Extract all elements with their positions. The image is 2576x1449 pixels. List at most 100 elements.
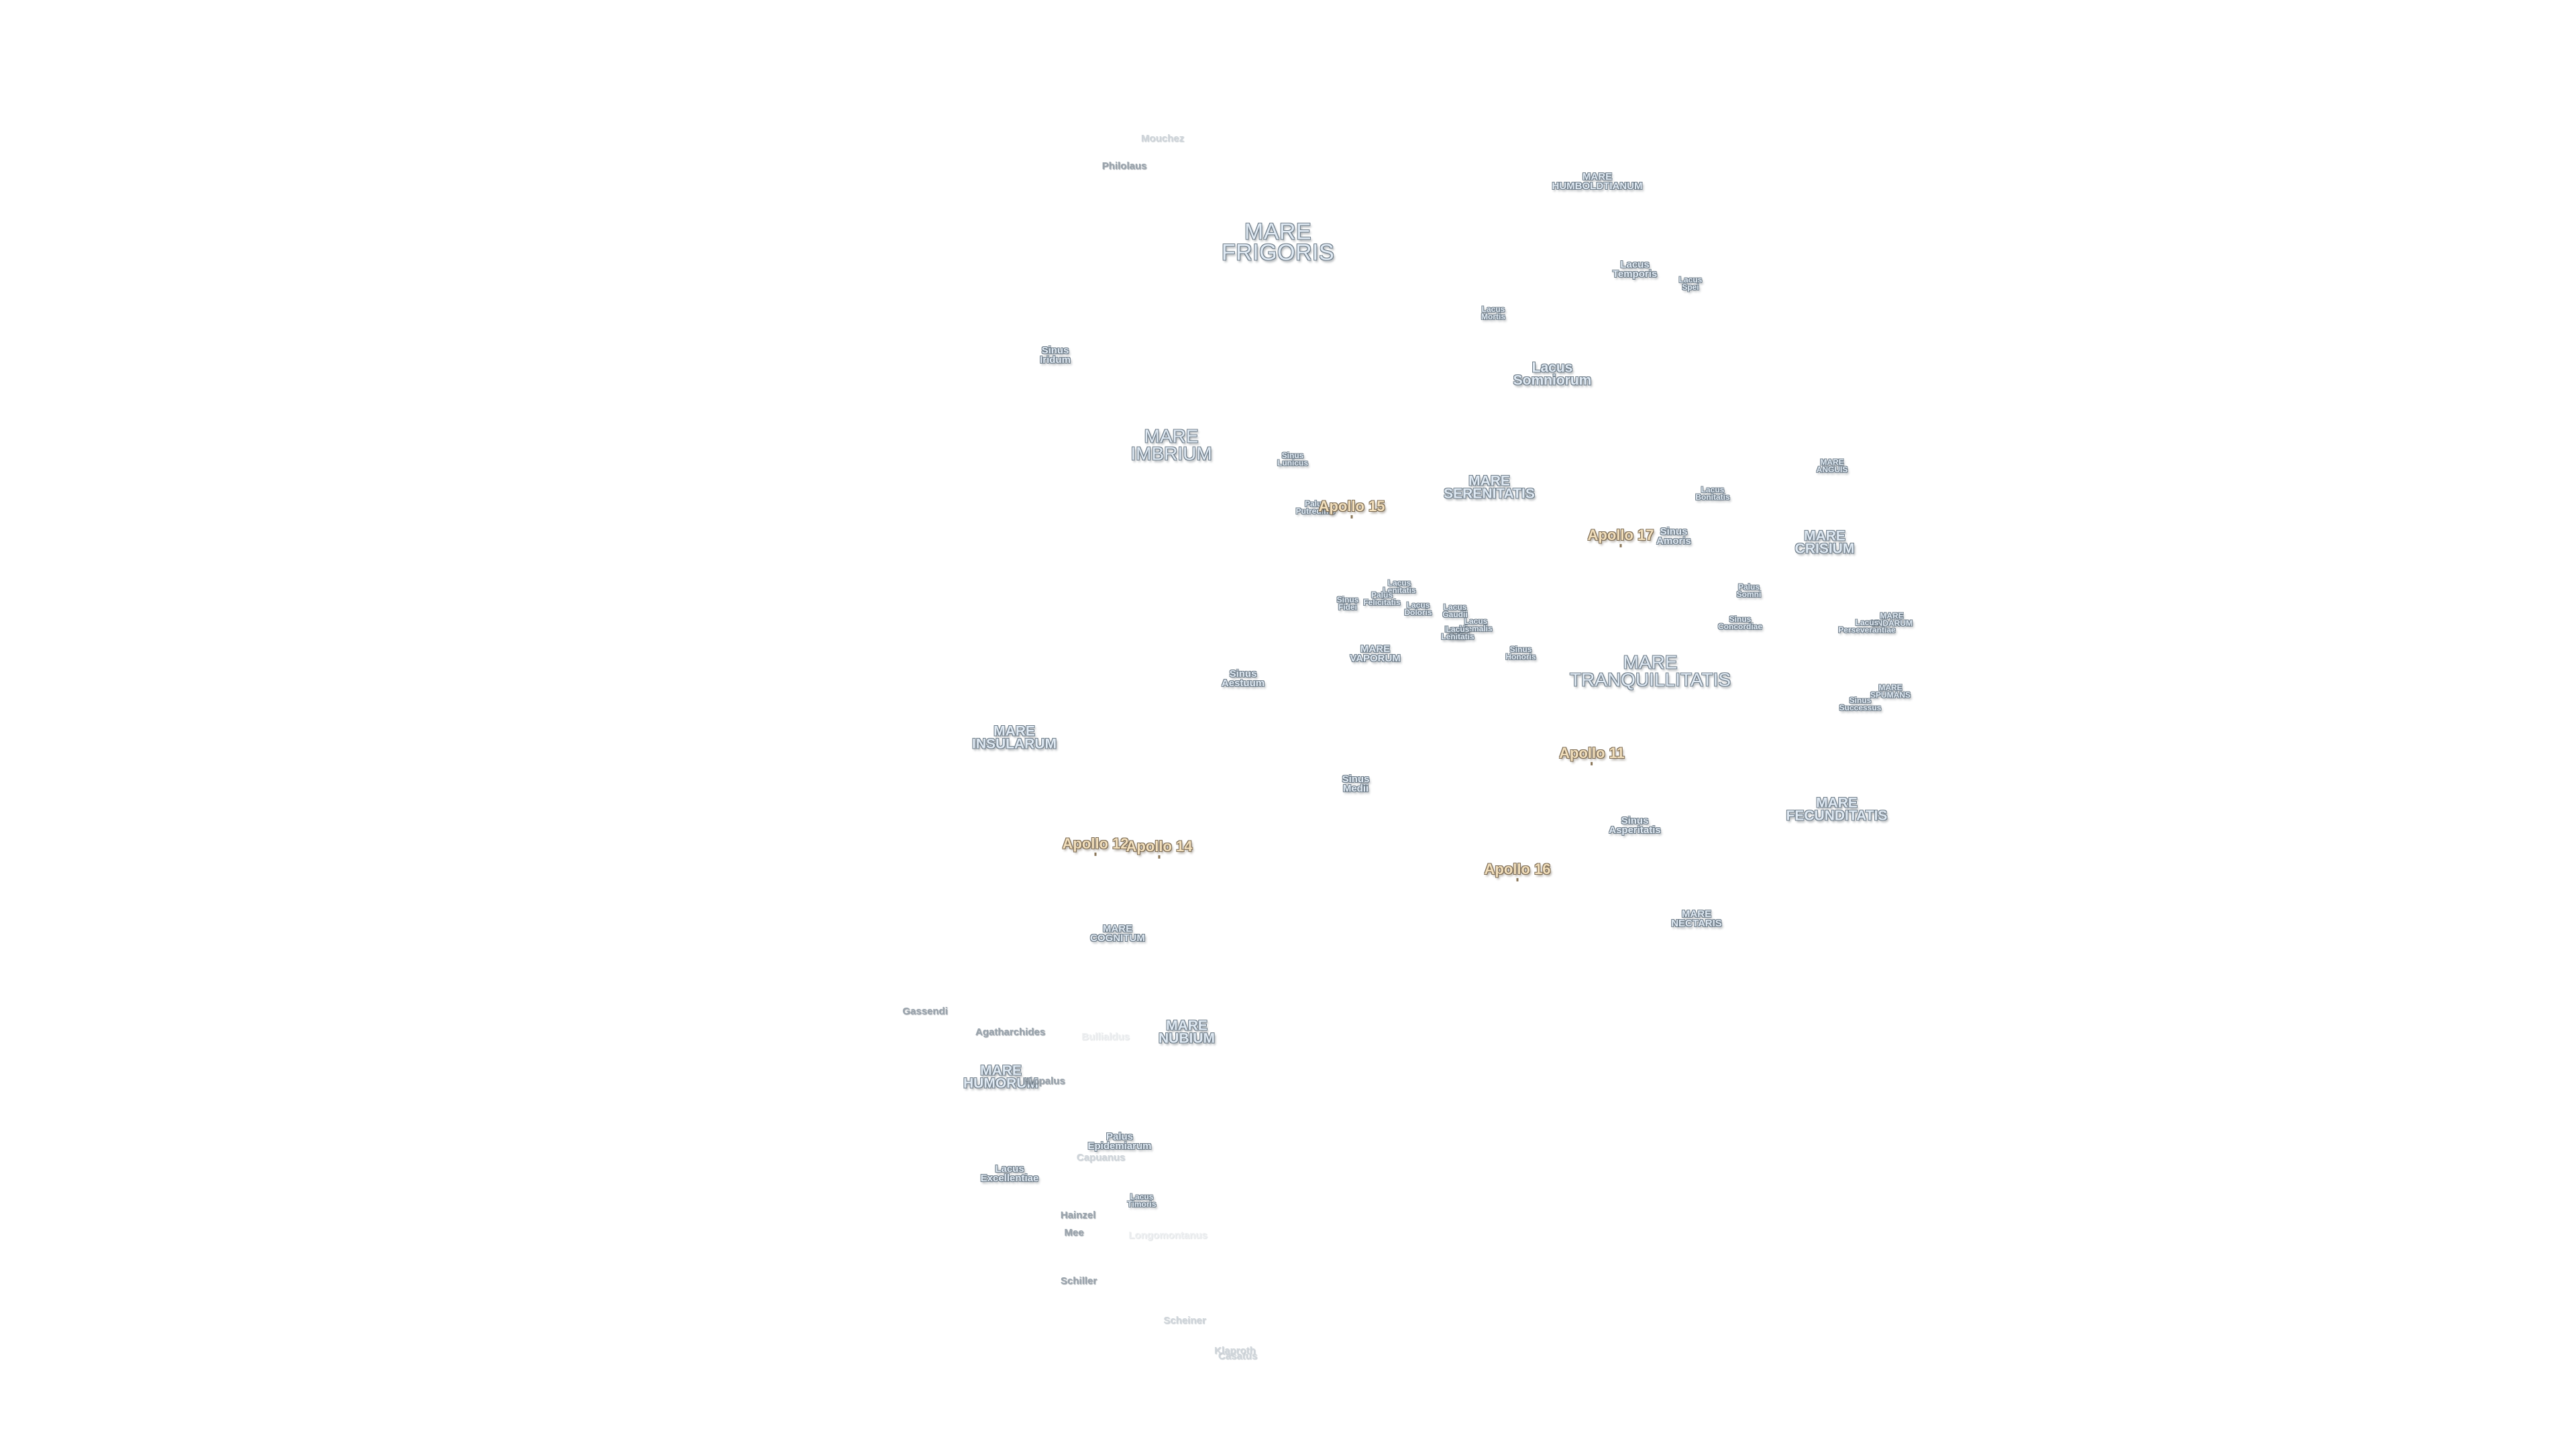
map-label-line: MARE (980, 1063, 1022, 1079)
map-label-capuanus[interactable]: Capuanus (1077, 1152, 1126, 1163)
map-label-line: MARE (1816, 795, 1858, 811)
map-label-apollo-11[interactable]: Apollo 11 (1559, 744, 1625, 765)
map-label-line: Apollo 17 (1587, 526, 1654, 543)
map-label-line: VAPORUM (1350, 653, 1401, 664)
map-label-hippalus[interactable]: Hippalus (1022, 1076, 1065, 1086)
map-label-line: Palus (1106, 1131, 1134, 1143)
map-label-apollo-12[interactable]: Apollo 12 (1062, 836, 1128, 856)
map-label-line: Somni (1736, 590, 1762, 599)
map-label-line: Sinus (1336, 594, 1359, 604)
map-label-line: Klaproth (1214, 1345, 1256, 1357)
map-label-line: MARE (1623, 651, 1678, 673)
map-label-mee[interactable]: Mee (1064, 1228, 1083, 1238)
map-label-apollo-16[interactable]: Apollo 16 (1484, 860, 1551, 881)
map-label-scheiner[interactable]: Scheiner (1163, 1316, 1205, 1326)
map-label-line: Sinus (1509, 644, 1532, 654)
map-label-line: Doloris (1404, 608, 1432, 617)
map-label-agatharchides[interactable]: Agatharchides (975, 1027, 1045, 1037)
map-label-line: MARE (1681, 908, 1712, 920)
map-label-line: FRIGORIS (1221, 240, 1335, 266)
map-label-line: Mortis (1481, 312, 1505, 321)
map-label-line: Odii (1448, 632, 1464, 641)
map-label-line: Mouchez (1140, 133, 1185, 145)
map-label-line: Aestuum (1221, 678, 1265, 689)
map-label-klaproth[interactable]: Klaproth (1214, 1346, 1256, 1356)
map-label-line: MARE (1878, 682, 1902, 692)
map-label-line: Scheiner (1163, 1315, 1206, 1327)
map-label-line: Lacus (1444, 624, 1468, 634)
map-label-line: MARE (1166, 1018, 1208, 1034)
map-label-line: Lacus (1387, 578, 1411, 588)
map-label-line: Lacus (995, 1163, 1024, 1175)
map-label-longomontanus[interactable]: Longomontanus (1128, 1230, 1208, 1242)
map-label-line: Lunicus (1277, 458, 1309, 468)
map-label-apollo-14[interactable]: Apollo 14 (1126, 839, 1192, 859)
map-label-line: Apollo 16 (1484, 860, 1551, 877)
map-label-line: Sinus (1342, 773, 1370, 786)
map-label-line: NUBIUM (1159, 1031, 1215, 1046)
map-label-casatus[interactable]: Casatus (1218, 1351, 1257, 1361)
map-label-gassendi[interactable]: Gassendi (902, 1006, 948, 1016)
map-label-line: Hainzel (1060, 1210, 1096, 1222)
map-label-line: Lenitatis (1383, 586, 1416, 595)
map-label-line: MARE (1804, 528, 1845, 544)
map-label-mouchez[interactable]: Mouchez (1140, 133, 1185, 145)
map-label-schiller[interactable]: Schiller (1060, 1275, 1097, 1287)
map-label-line: MARE (994, 723, 1035, 739)
map-label-bullialdus[interactable]: Bullialdus (1081, 1032, 1130, 1042)
map-label-line: Schiller (1060, 1275, 1097, 1287)
map-label-apollo-15[interactable]: Apollo 15 (1318, 498, 1385, 519)
map-label-line: FECUNDITATIS (1786, 808, 1888, 824)
map-label-philolaus[interactable]: Philolaus (1102, 161, 1147, 171)
map-label-apollo-17[interactable]: Apollo 17 (1587, 526, 1654, 547)
map-label-line: MARE (1144, 425, 1199, 447)
map-label-line: Apollo 11 (1559, 744, 1625, 761)
map-label-hainzel[interactable]: Hainzel (1060, 1210, 1096, 1222)
map-label-line: Longomontanus (1128, 1230, 1208, 1242)
